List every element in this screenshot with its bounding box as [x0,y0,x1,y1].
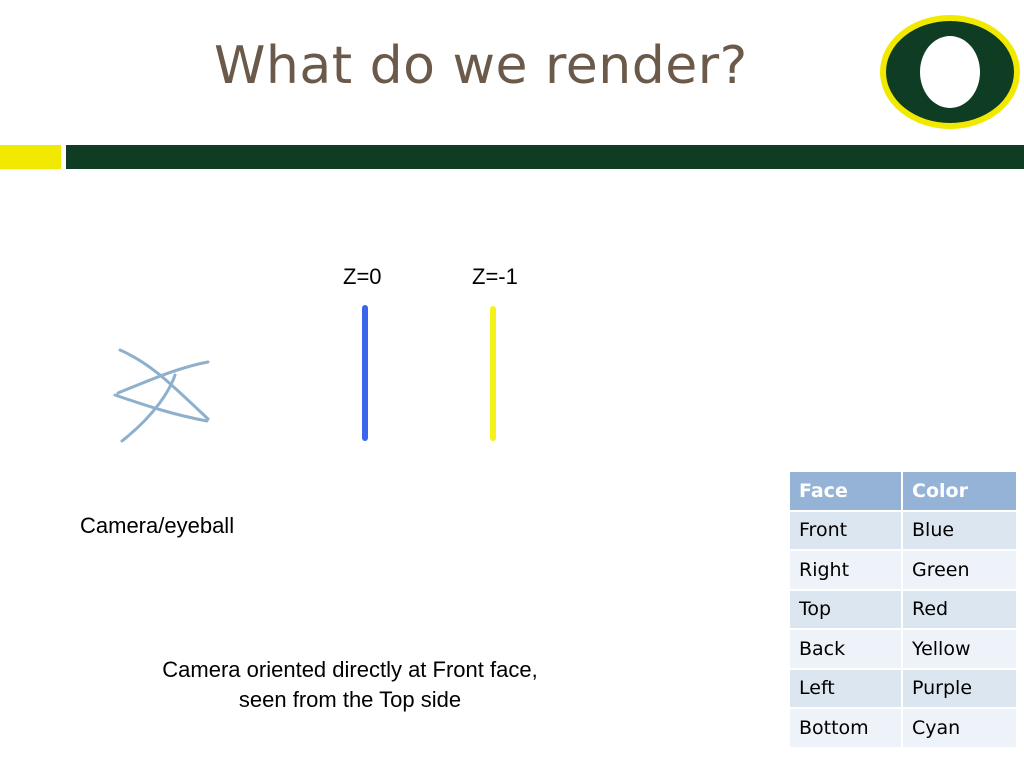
header-color: Color [901,470,1018,512]
cell-color: Blue [901,509,1018,551]
table-row: Back Yellow [788,628,1018,670]
header-face: Face [788,470,903,512]
cell-color: Red [901,588,1018,630]
table-row: Front Blue [788,509,1018,551]
table-row: Top Red [788,588,1018,630]
table-row: Bottom Cyan [788,707,1018,749]
cell-face: Front [788,509,903,551]
face-color-table: Face Color Front Blue Right Green Top Re… [788,470,1018,749]
diagram-caption: Camera oriented directly at Front face, … [100,655,600,715]
cell-face: Right [788,549,903,591]
cell-color: Cyan [901,707,1018,749]
header-bar-green [66,145,1024,169]
cell-face: Bottom [788,707,903,749]
slide-title: What do we render? [214,36,748,96]
oregon-o-logo [880,15,1020,129]
camera-label: Camera/eyeball [80,513,235,538]
table-row: Left Purple [788,667,1018,709]
cell-color: Green [901,549,1018,591]
table-row: Right Green [788,549,1018,591]
camera-eyeball-icon [113,348,210,443]
cell-face: Top [788,588,903,630]
z1-label: Z=-1 [472,264,518,289]
cell-face: Back [788,628,903,670]
front-face-line [362,305,368,441]
back-face-line [490,306,496,441]
caption-line-2: seen from the Top side [238,687,462,712]
cell-color: Purple [901,667,1018,709]
cell-face: Left [788,667,903,709]
table-header-row: Face Color [788,470,1018,512]
caption-line-1: Camera oriented directly at Front face, [162,657,538,682]
z0-label: Z=0 [343,264,382,289]
header-bar-yellow [0,145,61,169]
cell-color: Yellow [901,628,1018,670]
